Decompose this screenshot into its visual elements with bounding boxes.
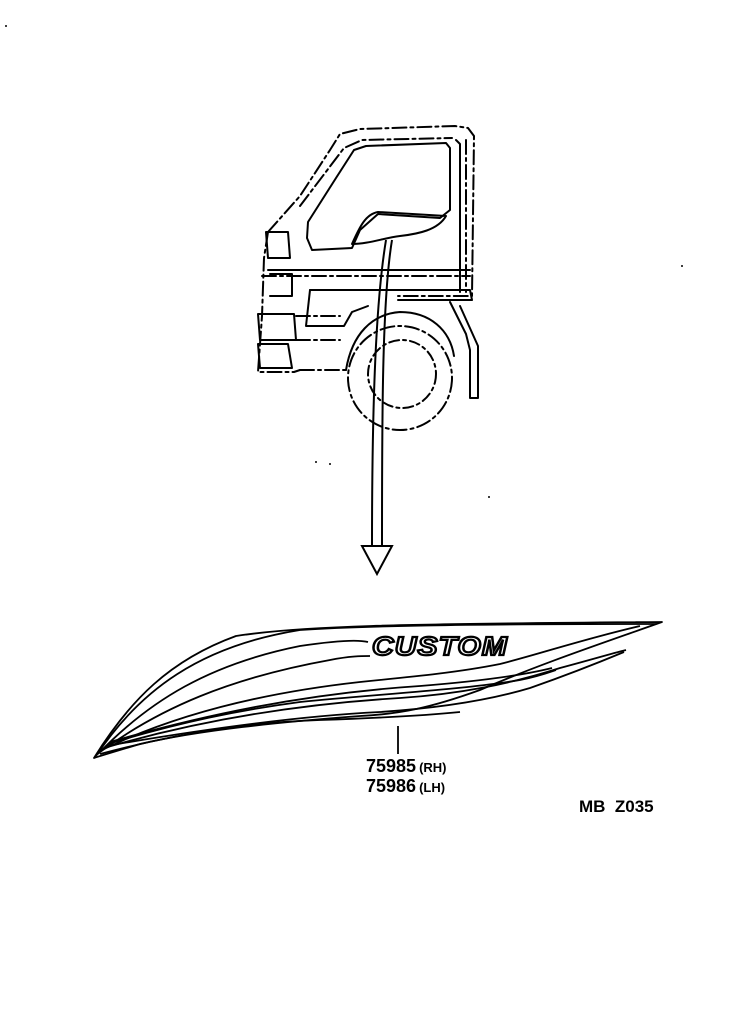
part-number: 75986 — [366, 776, 417, 796]
decal-stripe-1 — [95, 623, 657, 757]
grille-lines — [295, 315, 341, 341]
door-window-frame — [306, 142, 451, 251]
decal-placement — [351, 211, 447, 245]
tire — [347, 325, 453, 431]
decal-stripe-8 — [109, 667, 553, 743]
arrow-shaft-left — [371, 239, 387, 547]
corner-lamp — [265, 231, 291, 259]
arrow-head — [360, 545, 394, 577]
wheel-rim — [367, 339, 437, 409]
decal-stripe-2 — [97, 639, 369, 755]
bumper — [257, 313, 297, 341]
scan-specks — [5, 25, 683, 498]
part-number: 75985 — [366, 756, 417, 776]
window-inner-line — [299, 137, 453, 207]
door-pillar — [455, 139, 461, 293]
part-label-lh: 75986(LH) — [366, 776, 445, 797]
arrow-shaft-right — [381, 239, 393, 547]
wheel-arch — [345, 311, 455, 371]
part-side: (RH) — [419, 760, 447, 775]
part-side: (LH) — [419, 780, 446, 795]
part-label-rh: 75985(RH) — [366, 756, 447, 777]
leader-arrow — [360, 239, 394, 577]
cab-outline — [267, 125, 475, 297]
side-lamp — [269, 273, 293, 297]
decal-stripe-9 — [99, 711, 461, 755]
decal-stripe-5 — [103, 649, 627, 749]
emblem-text: CUSTOM — [372, 631, 508, 661]
lower-panel — [309, 289, 473, 301]
stripe-decal — [93, 621, 663, 759]
cab-front-edge — [257, 231, 301, 373]
decal-stripe-3 — [99, 655, 371, 753]
decal-stripe-6 — [105, 651, 625, 747]
lower-panel-inner — [305, 289, 369, 327]
headlamp — [257, 343, 293, 369]
reference-code: MB Z035 — [579, 797, 654, 816]
custom-emblem: CUSTOM — [371, 630, 509, 662]
rear-fender — [449, 301, 479, 399]
decal-stripe-7 — [107, 669, 557, 745]
decal-stripe-4 — [101, 625, 641, 751]
truck-cab-illustration — [257, 125, 479, 431]
